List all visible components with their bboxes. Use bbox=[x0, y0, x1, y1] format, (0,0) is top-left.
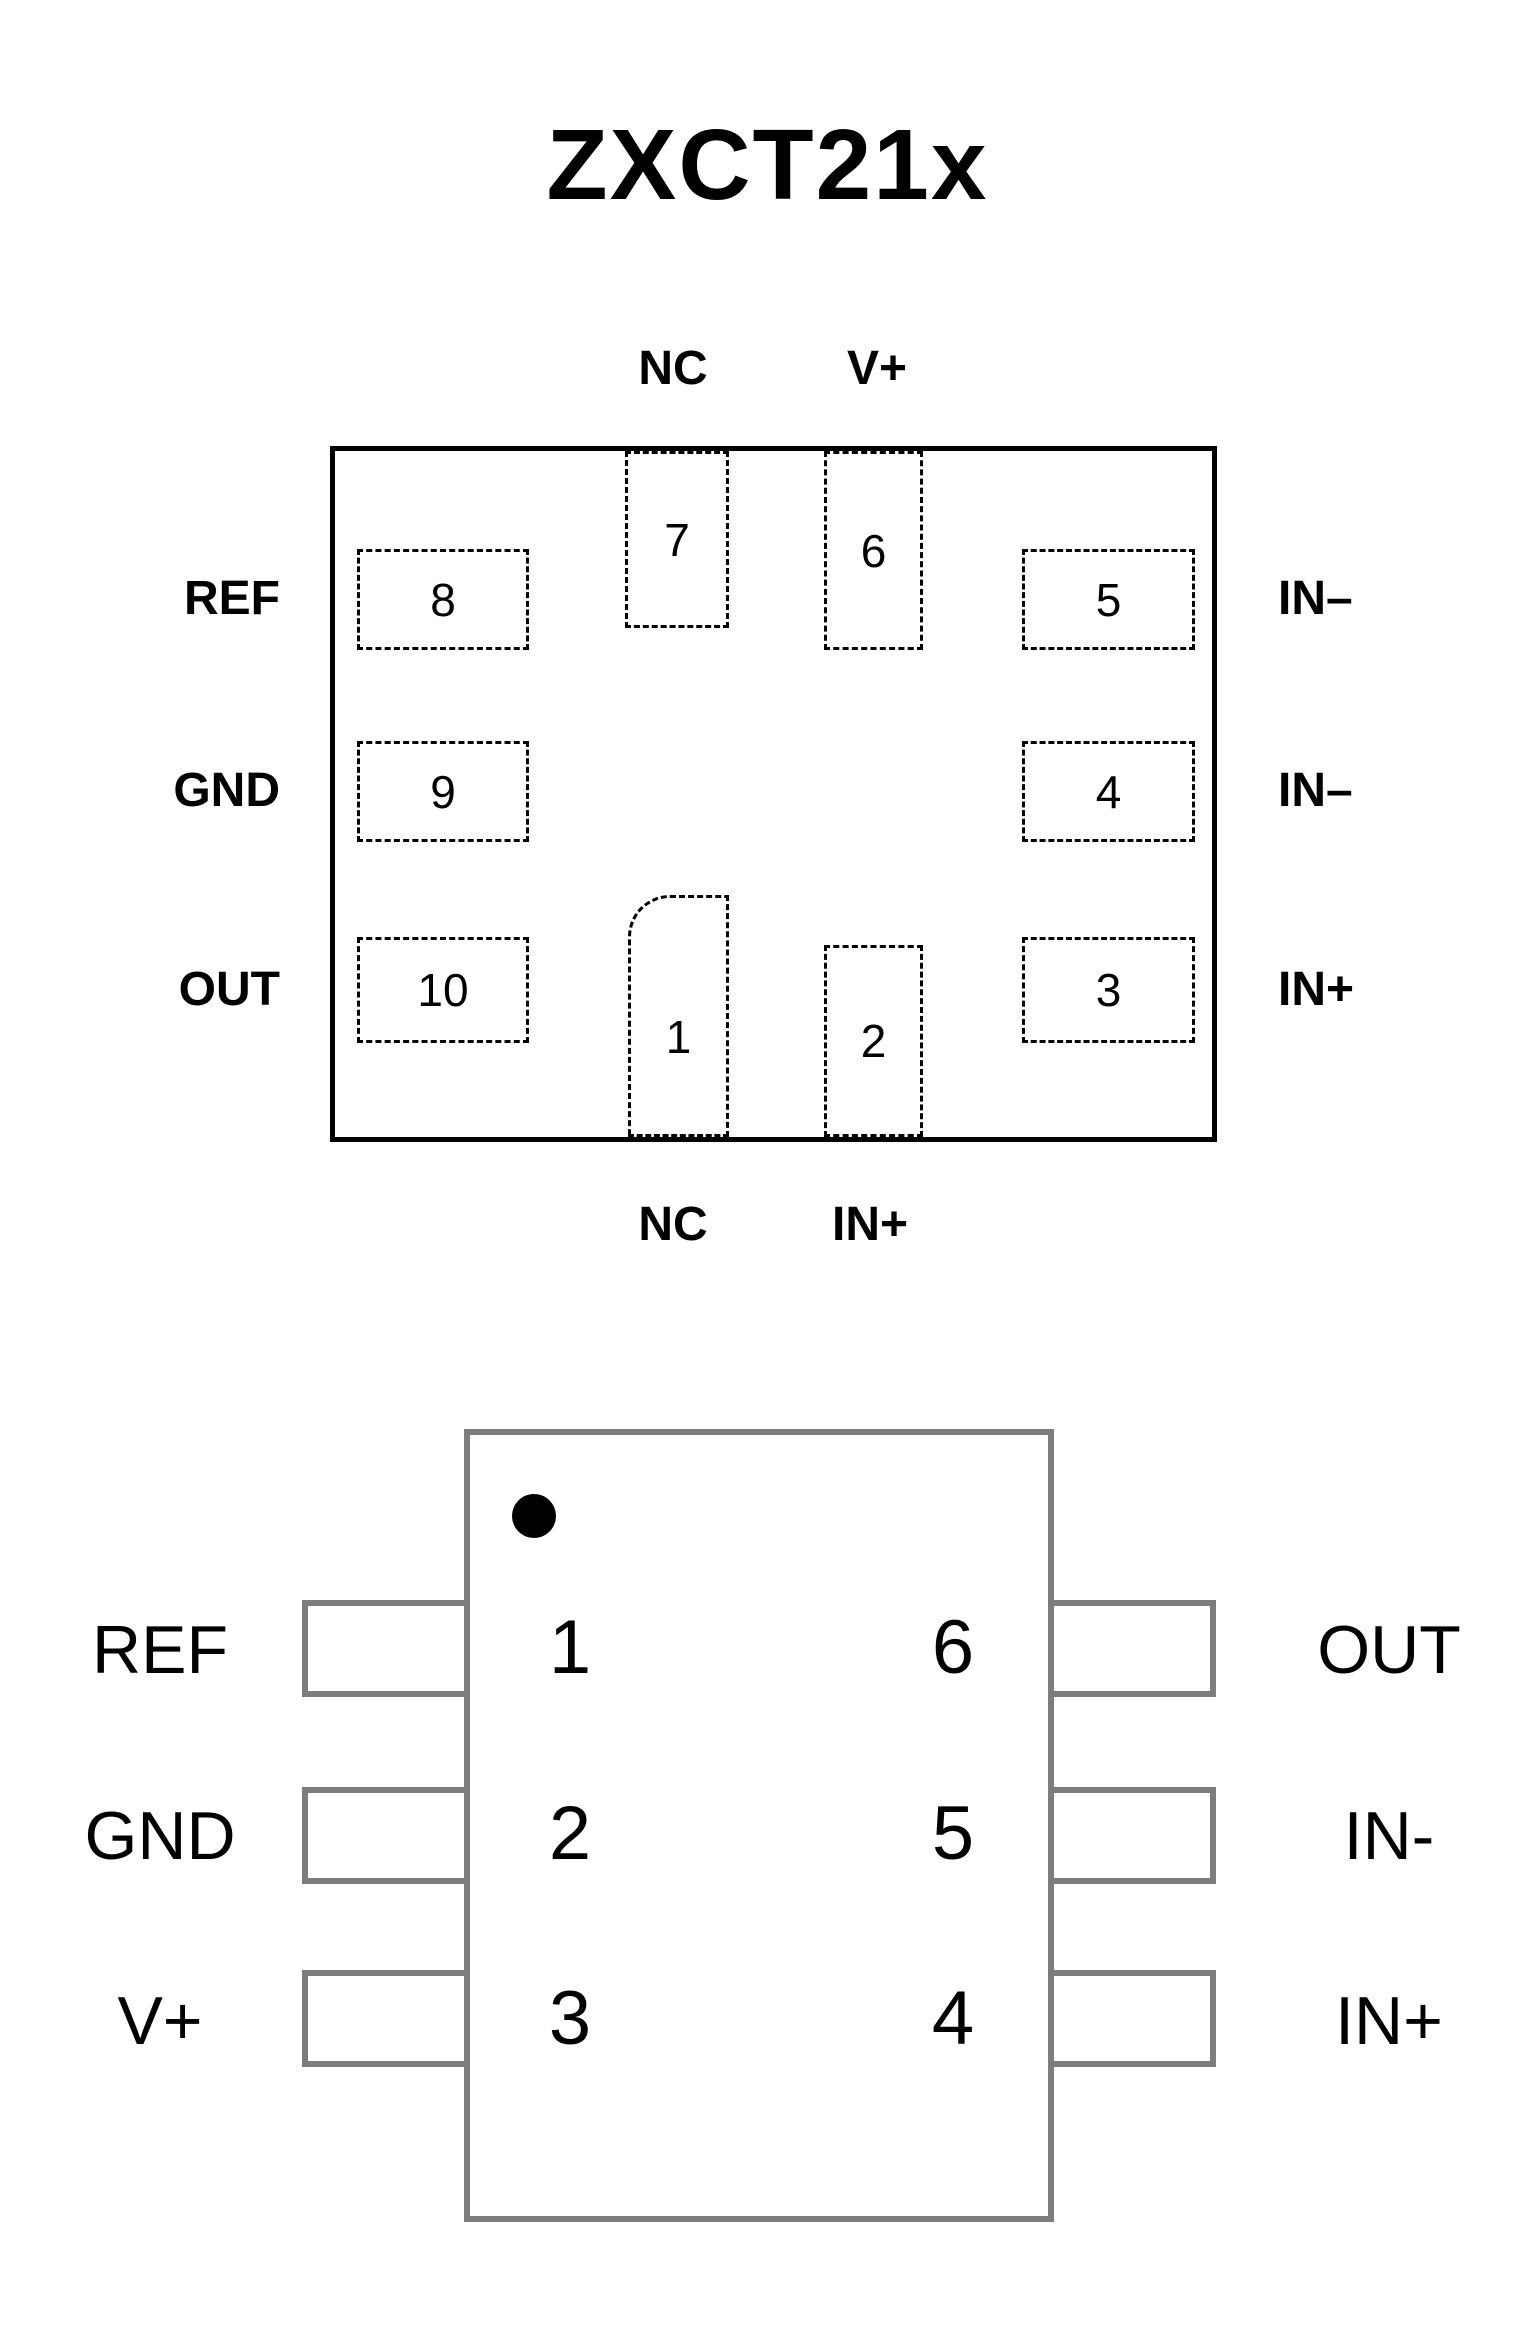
sot-pin-1-stub bbox=[302, 1600, 467, 1697]
pin-4-pad: 4 bbox=[1022, 741, 1195, 842]
sot-pin-3-number: 3 bbox=[548, 1976, 592, 2061]
pin-10-pad: 10 bbox=[357, 937, 529, 1043]
sot-pin-2-stub bbox=[302, 1787, 467, 1884]
pin-6-pad: 6 bbox=[824, 451, 923, 650]
pin-1-number: 1 bbox=[665, 1011, 692, 1063]
pin-7-pad: 7 bbox=[625, 451, 729, 628]
sot-pin-5-number: 5 bbox=[931, 1791, 975, 1876]
sot-pin-6-number: 6 bbox=[931, 1605, 975, 1690]
pin-6-number: 6 bbox=[860, 524, 887, 577]
sot-pin-1-number: 1 bbox=[548, 1605, 592, 1690]
sot-label-ref: REF bbox=[92, 1612, 228, 1688]
sot-pin-5-stub bbox=[1051, 1787, 1216, 1884]
pin-4-number: 4 bbox=[1095, 765, 1122, 818]
pin-7-number: 7 bbox=[664, 513, 690, 566]
dfn-label-in-minus-1: IN– bbox=[1278, 572, 1353, 625]
sot-label-vplus: V+ bbox=[117, 1983, 203, 2059]
pin-2-number: 2 bbox=[860, 1015, 887, 1067]
pin1-marker-dot bbox=[512, 1494, 556, 1538]
sot-pin-3-stub bbox=[302, 1970, 467, 2067]
sot-label-in-plus: IN+ bbox=[1335, 1983, 1443, 2059]
sot-pin-4-number: 4 bbox=[931, 1976, 975, 2061]
dfn-label-in-minus-2: IN– bbox=[1278, 764, 1353, 817]
sot-label-in-minus: IN- bbox=[1343, 1798, 1435, 1874]
dfn-label-nc-bottom: NC bbox=[638, 1198, 708, 1251]
pin-3-pad: 3 bbox=[1022, 937, 1195, 1043]
pin-5-pad: 5 bbox=[1022, 549, 1195, 650]
pin-8-number: 8 bbox=[430, 573, 456, 626]
pin-2-pad: 2 bbox=[824, 945, 923, 1137]
pin-8-pad: 8 bbox=[357, 549, 529, 650]
sot23-package-outline bbox=[464, 1429, 1054, 2222]
dfn-label-vplus-top: V+ bbox=[846, 342, 908, 395]
chip-title: ZXCT21x bbox=[546, 109, 989, 221]
pin-3-number: 3 bbox=[1095, 964, 1122, 1016]
dfn-label-ref: REF bbox=[184, 572, 280, 625]
pin-9-pad: 9 bbox=[357, 741, 529, 842]
sot-pin-6-stub bbox=[1051, 1600, 1216, 1697]
dfn-label-in-plus: IN+ bbox=[1278, 963, 1355, 1016]
pin-10-number: 10 bbox=[417, 964, 469, 1016]
sot-label-gnd: GND bbox=[84, 1798, 236, 1874]
dfn-label-nc-top: NC bbox=[638, 342, 708, 395]
pin-5-number: 5 bbox=[1095, 573, 1122, 626]
pin-9-number: 9 bbox=[430, 765, 456, 818]
sot-pin-4-stub bbox=[1051, 1970, 1216, 2067]
dfn-package-outline bbox=[330, 446, 1217, 1142]
dfn-label-in-plus-bottom: IN+ bbox=[831, 1198, 909, 1251]
sot-pin-2-number: 2 bbox=[548, 1791, 592, 1876]
pin-1-pad: 1 bbox=[628, 895, 729, 1137]
dfn-label-gnd: GND bbox=[173, 764, 280, 817]
sot-label-out: OUT bbox=[1317, 1612, 1461, 1688]
dfn-label-out: OUT bbox=[178, 963, 280, 1016]
